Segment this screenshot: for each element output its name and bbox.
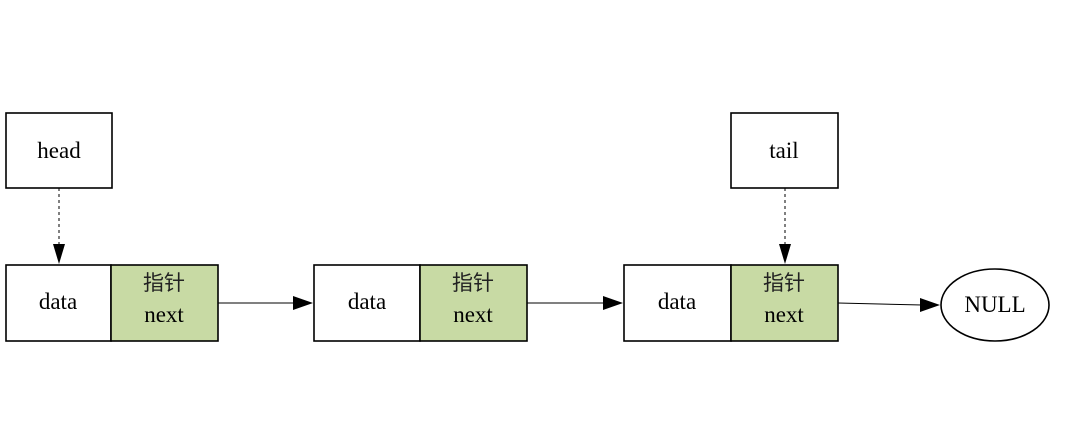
node-3-next-cell xyxy=(730,264,839,342)
node-2-next-cell xyxy=(419,264,528,342)
node-1-data-label: data xyxy=(39,289,77,314)
node-1-pointer-en-label: next xyxy=(144,302,184,327)
node-1-to-node-2-arrowhead xyxy=(293,296,313,310)
head-arrowhead xyxy=(53,244,65,264)
tail-box xyxy=(730,112,839,189)
null-label: NULL xyxy=(964,292,1025,317)
node-2-pointer-cn-label: 指针 xyxy=(452,271,494,295)
head-pointer: head xyxy=(5,112,113,189)
node-3-to-null-arrowhead xyxy=(920,298,940,312)
node-3-pointer-cn-label: 指针 xyxy=(763,271,805,295)
node-2-to-node-3-arrowhead xyxy=(603,296,623,310)
list-node-3: data 指针 next xyxy=(623,264,839,342)
list-node-1: data 指针 next xyxy=(5,264,219,342)
node-3-to-null-arrow xyxy=(837,302,923,306)
node-2-pointer-en-label: next xyxy=(453,302,493,327)
node-3-data-cell xyxy=(623,264,732,342)
tail-arrowhead xyxy=(779,244,791,264)
node-2-data-label: data xyxy=(348,289,386,314)
node-1-pointer-cn-label: 指针 xyxy=(143,271,185,295)
node-3-data-label: data xyxy=(658,289,696,314)
tail-label: tail xyxy=(769,138,798,163)
null-terminal: NULL xyxy=(940,268,1050,342)
null-ellipse xyxy=(940,268,1050,342)
head-box xyxy=(5,112,113,189)
node-3-pointer-en-label: next xyxy=(764,302,804,327)
list-node-2: data 指针 next xyxy=(313,264,528,342)
node-1-data-cell xyxy=(5,264,112,342)
tail-pointer: tail xyxy=(730,112,839,189)
head-label: head xyxy=(37,138,81,163)
